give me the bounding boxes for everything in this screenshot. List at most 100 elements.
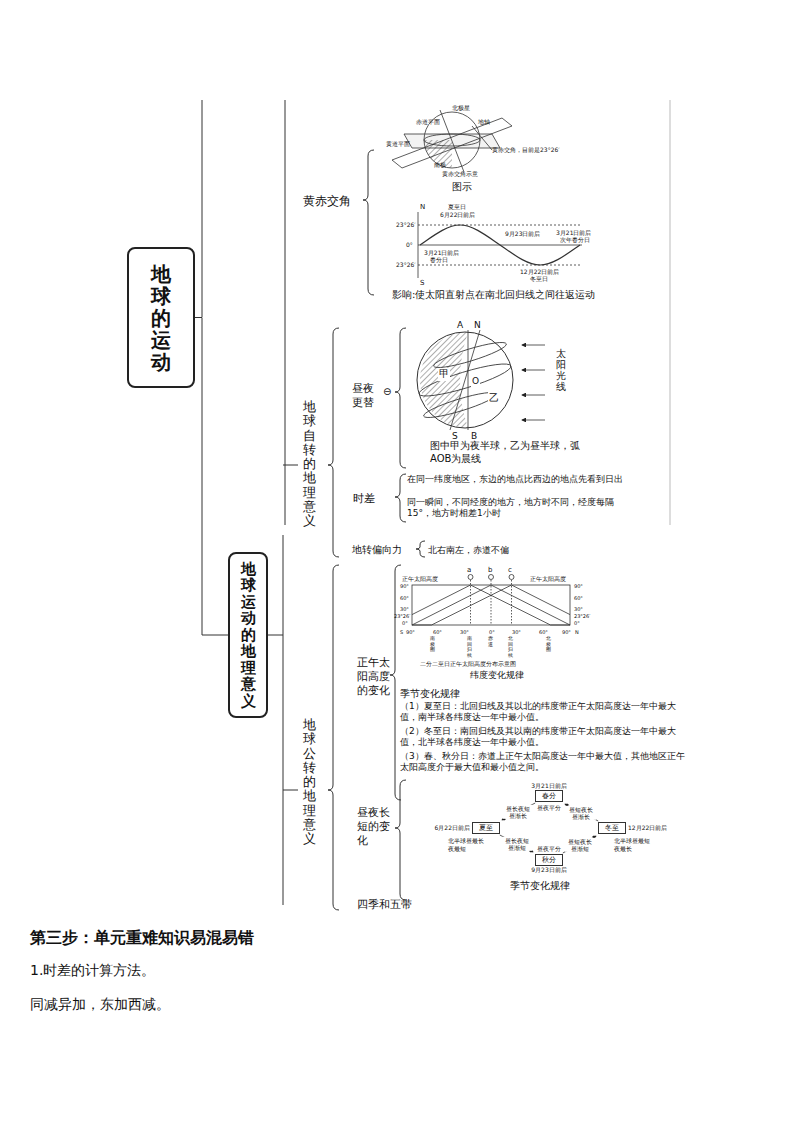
- label: 太阳光线: [556, 348, 566, 392]
- label: 同减异加，东加西减。: [30, 996, 170, 1014]
- frame-line: [285, 100, 286, 525]
- label: 0°: [406, 241, 413, 249]
- season-name: 春分: [542, 792, 556, 800]
- parallel: [432, 338, 508, 372]
- label: 昼夜长短的变化: [357, 806, 393, 847]
- label: 60°: [539, 629, 548, 635]
- label: 黄赤交角，目前是23°26′: [492, 146, 560, 154]
- label: 0°: [574, 620, 580, 626]
- label: 同一瞬间，不同经度的地方，地方时不同，经度每隔15°，地方时相差1小时: [407, 497, 637, 520]
- season-date: 3月21日前后: [531, 783, 566, 789]
- dash: [511, 580, 512, 625]
- label: 9月23日前后: [505, 230, 540, 238]
- label: N: [474, 320, 481, 331]
- label: 季节变化规律: [510, 880, 570, 893]
- heading: 第三步：单元重难知识易混易错: [30, 928, 254, 948]
- season-name: 夏至: [479, 824, 493, 832]
- label: 60°: [400, 595, 409, 601]
- season-box: 春分3月21日前后: [535, 790, 563, 802]
- brace: [390, 565, 401, 800]
- label: S: [420, 279, 424, 288]
- label: c: [508, 566, 512, 575]
- axis: [450, 330, 480, 430]
- season-box: 冬至12月22日前后: [598, 822, 626, 834]
- tree-line: [202, 100, 203, 317]
- label: 北右南左，赤道不偏: [428, 545, 509, 556]
- label: 90°: [400, 583, 409, 589]
- label: 赤道: [488, 636, 493, 647]
- label: 南极: [434, 161, 446, 169]
- label: 冬至日: [530, 275, 548, 283]
- label: 12月22日前后: [520, 268, 559, 276]
- label: 30°: [400, 606, 409, 612]
- connector: [563, 836, 596, 853]
- subsolar-chart: [418, 212, 582, 278]
- label: 地球公转的地理意义: [303, 718, 316, 847]
- label: 昼夜平分: [537, 804, 561, 812]
- label: （2）冬至日：南回归线及其以南的纬度带正午太阳高度达一年中最大值，北半球各纬度达…: [400, 726, 685, 749]
- label: 四季和五带: [357, 898, 412, 912]
- brace: [395, 780, 406, 900]
- label: 30°: [512, 629, 521, 635]
- obliquity-globe: [392, 110, 512, 172]
- label: b: [488, 566, 492, 575]
- label: 3月21日前后: [424, 249, 459, 257]
- season-name: 冬至: [605, 824, 619, 832]
- brace: [395, 328, 406, 468]
- season-box: 夏至6月22日前后: [472, 822, 500, 834]
- brace: [328, 328, 339, 557]
- night-shade: [420, 332, 468, 428]
- altitude-chart: [412, 575, 570, 626]
- tree-line: [268, 465, 298, 905]
- label: 图示: [452, 181, 472, 194]
- label: a: [467, 566, 471, 575]
- label: 时差: [353, 492, 375, 506]
- edge-label: 昼短夜长 昼渐短: [565, 837, 595, 851]
- ecliptic-plane: [392, 118, 512, 168]
- label: 6月22日前后: [440, 211, 475, 219]
- label: 23°26′: [396, 221, 416, 229]
- sun: [509, 575, 514, 580]
- label: 23°26′: [394, 613, 410, 619]
- label: 正午太阳高度的变化: [357, 656, 393, 697]
- sunray: [522, 345, 545, 346]
- label: 影响:使太阳直射点在南北回归线之间往返运动: [392, 289, 595, 302]
- brace: [416, 541, 425, 557]
- season-date: 9月23日前后: [531, 867, 566, 873]
- label: 60°: [433, 629, 442, 635]
- sunray: [522, 395, 545, 396]
- label: 北极星: [452, 104, 470, 112]
- label: N: [420, 203, 425, 212]
- brace: [363, 150, 374, 295]
- label: S: [400, 629, 403, 635]
- label: 0°: [402, 620, 408, 626]
- label: 乙: [488, 392, 500, 405]
- season-date: 12月22日前后: [628, 825, 667, 831]
- label: 北极圈: [546, 636, 551, 653]
- label: 北半球昼最短夜最长: [614, 837, 654, 852]
- label: 二分二至日正午太阳高度分布示意图: [420, 660, 516, 668]
- label: 春分日: [430, 256, 448, 264]
- brace: [395, 474, 406, 522]
- leader: [472, 126, 492, 150]
- sunray: [522, 370, 545, 371]
- label: 夏至日: [448, 203, 466, 211]
- label: O: [471, 376, 480, 387]
- label: 30°: [574, 606, 583, 612]
- dash: [491, 580, 492, 625]
- label: 90°: [574, 583, 583, 589]
- label: 昼夜平分: [537, 845, 561, 853]
- label: 23°26′: [574, 613, 590, 619]
- label: 地转偏向力: [352, 544, 402, 557]
- label: 纬度变化规律: [470, 670, 524, 681]
- tropic-line: [418, 265, 582, 266]
- dash: [470, 580, 471, 625]
- season-name: 秋分: [542, 856, 556, 864]
- label: 黄赤交角: [303, 194, 351, 209]
- season-date: 6月22日前后: [435, 825, 470, 831]
- label: 北半球昼最长夜最短: [448, 837, 488, 852]
- sun: [468, 575, 473, 580]
- label: 23°26′: [396, 261, 416, 269]
